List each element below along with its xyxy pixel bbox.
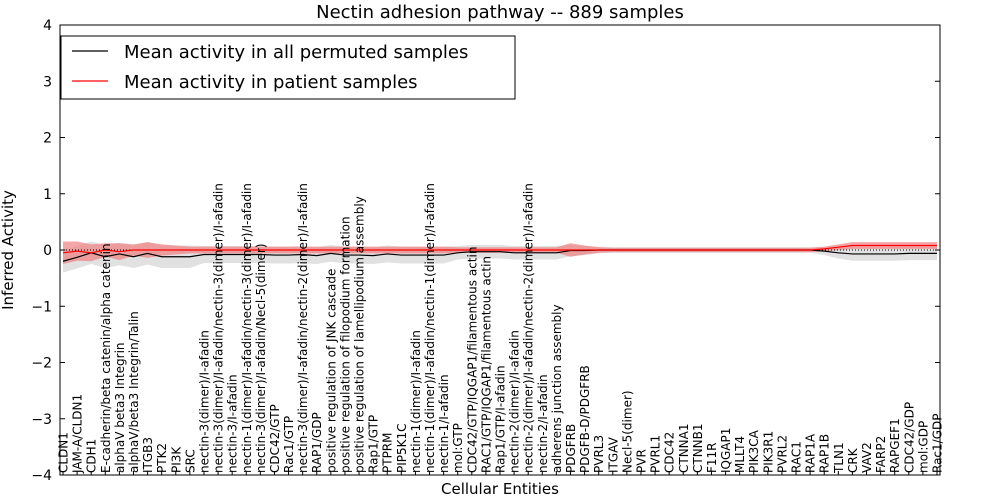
x-tick-label: CDC42/GDP [902, 402, 916, 473]
x-tick-label: nectin-2(dimer)/I-afadin [508, 330, 522, 473]
confidence-bands [63, 241, 937, 273]
x-axis-label: Cellular Entities [441, 480, 559, 498]
x-tick-label: positive regulation of filopodium format… [338, 216, 352, 473]
x-tick-label: nectin-3(dimer)/I-afadin/nectin-2(dimer)… [296, 183, 310, 473]
x-tick-label: nectin-3(dimer)/I-afadin/Necl-5(dimer) [254, 243, 268, 473]
x-tick-label: ITGAV [606, 436, 620, 473]
x-tick-label: CDC42/GTP/IQGAP1/filamentous actin [465, 247, 479, 473]
x-tick-label: Rac1/GTP [282, 416, 296, 473]
x-tick-label: positive regulation of lamellipodium ass… [353, 196, 367, 473]
x-tick-label: PTPRM [381, 433, 395, 474]
x-tick-label: PVRL3 [592, 435, 606, 473]
x-tick-label: F11R [705, 442, 719, 473]
y-tick-label: 2 [43, 131, 52, 147]
x-tick-label: nectin-3(dimer)/I-afadin [197, 330, 211, 473]
x-tick-label: alphaV/beta3 Integrin/Talin [127, 311, 141, 473]
x-tick-label: RAP1/GDP [310, 412, 324, 473]
y-tick-label: −1 [31, 299, 52, 315]
x-tick-label: CTNNA1 [677, 423, 691, 473]
x-tick-label: adherens junction assembly [550, 304, 564, 473]
x-tick-label: PIK3R1 [761, 431, 775, 473]
y-tick-label: 0 [43, 243, 52, 259]
x-tick-label: PDGFB-D/PDGFRB [578, 365, 592, 473]
chart-title: Nectin adhesion pathway -- 889 samples [316, 2, 684, 23]
x-tick-label: nectin-1(dimer)/I-afadin/nectin-3(dimer)… [240, 183, 254, 473]
x-tick-label: CRK [846, 447, 860, 473]
x-tick-label: IQGAP1 [719, 428, 733, 473]
x-tick-label: nectin-1(dimer)/I-afadin [409, 330, 423, 473]
x-tick-label: nectin-1(dimer)/I-afadin/nectin-1(dimer)… [423, 183, 437, 473]
x-tick-label: RAC1/GTP/IQGAP1/filamentous actin [479, 256, 493, 473]
x-tick-label: ITGB3 [141, 437, 155, 473]
y-tick-label: 1 [43, 187, 52, 203]
x-tick-label: E-cadherin/beta catenin/alpha catenin [99, 243, 113, 473]
x-tick-label: mol:GDP [916, 421, 930, 473]
x-tick-label: Rac1/GDP [931, 414, 945, 473]
legend-label-patient: Mean activity in patient samples [124, 72, 418, 93]
y-tick-label: 3 [43, 74, 52, 90]
x-tick-label: nectin-3/I-afadin [226, 374, 240, 473]
x-tick-label: nectin-2/I-afadin [536, 374, 550, 473]
y-tick-label: 4 [43, 18, 52, 34]
x-tick-label: mol:GTP [451, 423, 465, 473]
x-tick-label: VAV2 [860, 442, 874, 473]
x-tick-label: RAP1A [804, 433, 818, 473]
x-tick-label: PDGFRB [564, 424, 578, 473]
legend-box [60, 35, 516, 100]
x-tick-label: PI3K [169, 446, 183, 473]
y-tick-label: −3 [31, 412, 52, 428]
x-tick-label: FARP2 [874, 436, 888, 473]
x-tick-label: nectin-2(dimer)/I-afadin/nectin-2(dimer)… [522, 183, 536, 473]
x-tick-label: alphaV beta3 Integrin [113, 342, 127, 473]
x-tick-label: CDH1 [85, 439, 99, 473]
x-tick-label: Necl-5(dimer) [620, 390, 634, 473]
x-tick-label: CLDN1 [57, 432, 71, 473]
legend: Mean activity in all permuted samples Me… [60, 35, 516, 100]
x-tick-label: nectin-3(dimer)/I-afadin/nectin-3(dimer)… [212, 183, 226, 473]
x-tick-label: PVR [634, 449, 648, 473]
x-tick-label: PIP5K1C [395, 423, 409, 473]
y-tick-label: −2 [31, 356, 52, 372]
x-tick-label: PIK3CA [747, 429, 761, 473]
x-tick-label: CDC42/GTP [268, 404, 282, 473]
band-patient [63, 241, 937, 265]
x-tick-label: RAPGEF1 [888, 418, 902, 473]
x-tick-label: Rap1/GTP/I-afadin [494, 365, 508, 473]
x-tick-label: JAM-A/CLDN1 [71, 394, 85, 474]
legend-label-permuted: Mean activity in all permuted samples [124, 42, 468, 63]
x-tick-label: Rap1/GTP [367, 415, 381, 473]
line-patient [62, 244, 937, 254]
series-lines [62, 244, 937, 262]
x-tick-label: PVRL1 [649, 435, 663, 473]
x-tick-label: SRC [183, 449, 197, 473]
x-tick-label: PVRL2 [775, 435, 789, 473]
x-tick-label: CTNNB1 [691, 423, 705, 473]
x-tick-label: PTK2 [155, 443, 169, 473]
x-tick-label: MLLT4 [733, 436, 747, 473]
y-tick-label: −4 [31, 468, 52, 484]
x-tick-label: nectin-1/I-afadin [437, 374, 451, 473]
x-tick-label: CDC42 [663, 432, 677, 473]
x-tick-label: RAC1 [790, 441, 804, 473]
x-tick-label: TLN1 [832, 442, 846, 474]
y-axis-label: Inferred Activity [0, 190, 17, 310]
x-tick-label: RAP1B [818, 434, 832, 473]
x-tick-label: positive regulation of JNK cascade [324, 269, 338, 473]
y-ticks: −4 −3 −2 −1 0 1 2 3 4 [31, 18, 940, 484]
